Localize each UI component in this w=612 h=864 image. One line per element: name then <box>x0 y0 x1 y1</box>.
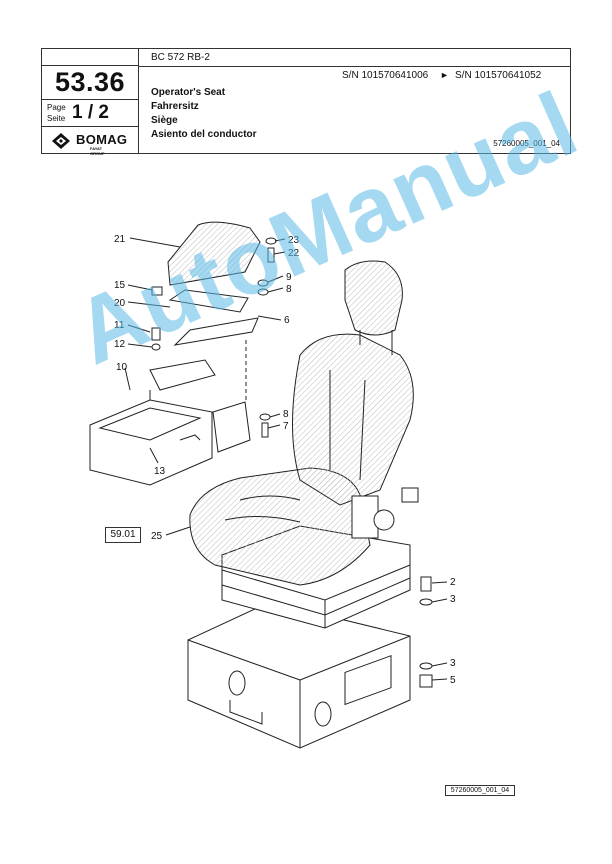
callout-12: 12 <box>114 339 126 350</box>
callout-3b: 3 <box>450 658 456 669</box>
armrest-brackets <box>168 289 259 453</box>
model-name: BC 572 RB-2 <box>151 52 210 63</box>
callout-10: 10 <box>116 362 128 373</box>
drawing-code: 57260005_001_04 <box>493 139 560 148</box>
title-de: Fahrersitz <box>151 101 199 112</box>
bomag-logo: BOMAG FAYAT GROUP <box>52 132 127 156</box>
page-number: 53.36 <box>54 67 126 97</box>
callout-labels: 21 23 22 9 8 15 20 6 11 12 10 8 7 13 25 … <box>114 234 456 686</box>
reference-box[interactable]: 59.01 <box>105 527 141 543</box>
brand-name: BOMAG <box>76 132 128 147</box>
serial-arrow-icon: ► <box>440 70 449 80</box>
callout-3a: 3 <box>450 594 456 605</box>
seat-base-frame <box>187 601 411 749</box>
callout-11: 11 <box>114 320 125 331</box>
serial-from: S/N 101570641006 <box>342 70 429 81</box>
callout-23: 23 <box>288 235 300 246</box>
header-left-column: 53.36 Page Seite 1 / 2 BOMAG FAYAT GROUP <box>42 49 139 156</box>
callout-9: 9 <box>286 272 292 283</box>
serial-to: S/N 101570641052 <box>455 70 542 81</box>
callout-21: 21 <box>114 234 126 245</box>
header-divider <box>138 66 571 67</box>
seat-headrest <box>344 260 403 355</box>
callout-25: 25 <box>151 531 163 542</box>
bomag-diamond-icon <box>52 133 70 149</box>
seat-backrest <box>292 333 414 506</box>
seat-cushion <box>189 467 371 586</box>
title-en: Operator's Seat <box>151 87 226 98</box>
callout-6: 6 <box>284 315 290 326</box>
title-fr: Siège <box>151 115 178 126</box>
leader-lines <box>124 237 448 681</box>
title-es: Asiento del conductor <box>151 129 257 140</box>
callout-8b: 8 <box>283 409 289 420</box>
page-count-cell: Page Seite 1 / 2 <box>42 100 138 127</box>
callout-15: 15 <box>114 280 126 291</box>
title-list: Operator's Seat Fahrersitz Siège Asiento… <box>151 86 257 142</box>
callout-22: 22 <box>288 248 300 259</box>
brand-subtitle: FAYAT GROUP <box>90 146 105 156</box>
armrest-console <box>89 359 216 486</box>
page-number-cell: 53.36 <box>42 66 138 100</box>
callout-8a: 8 <box>286 284 292 295</box>
brand-cell: BOMAG FAYAT GROUP <box>42 127 138 156</box>
callout-2: 2 <box>450 577 456 588</box>
backrest-adjust-knob <box>351 487 419 539</box>
bottom-drawing-code: 57260005_001_04 <box>445 785 515 796</box>
page-label-de: Seite <box>47 114 66 123</box>
header-block: 53.36 Page Seite 1 / 2 BOMAG FAYAT GROUP… <box>41 48 571 156</box>
callout-5: 5 <box>450 675 456 686</box>
callout-20: 20 <box>114 298 126 309</box>
callout-13: 13 <box>154 466 166 477</box>
callout-7: 7 <box>283 421 289 432</box>
header-blank-cell <box>42 49 138 66</box>
page-value: 1 / 2 <box>72 102 109 123</box>
page-label-en: Page <box>47 103 66 112</box>
armrest-pad <box>167 221 261 286</box>
